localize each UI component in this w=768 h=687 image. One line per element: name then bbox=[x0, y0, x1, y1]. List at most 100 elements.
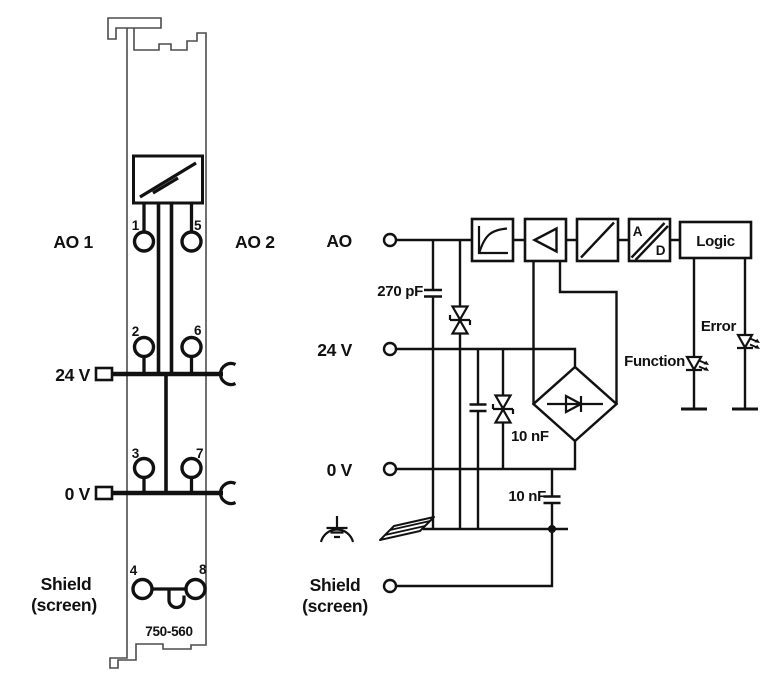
tvs-lower-branch: 10 nF bbox=[491, 349, 549, 469]
function-led: Function bbox=[624, 258, 709, 411]
terminal-3-circle bbox=[132, 456, 156, 480]
terminal-2-number: 2 bbox=[132, 324, 139, 339]
0v-wire bbox=[396, 441, 577, 471]
terminal-7-circle bbox=[180, 456, 203, 480]
ad-diagonal-lines bbox=[630, 222, 669, 261]
isolation-diagonal bbox=[580, 221, 615, 259]
label-0v: 0 V bbox=[65, 484, 91, 504]
cap-10nf-lower-label: 10 nF bbox=[508, 488, 546, 505]
dac-diagonal-line-short bbox=[152, 176, 179, 195]
cap-270pf-label: 270 pF bbox=[377, 283, 423, 300]
led-icon-error bbox=[736, 333, 754, 350]
label-ao2: AO 2 bbox=[235, 232, 275, 252]
terminal-1-circle bbox=[132, 230, 156, 253]
shield-terminal-circle bbox=[382, 578, 398, 594]
terminal-4-number: 4 bbox=[130, 563, 138, 578]
part-number: 750-560 bbox=[145, 624, 192, 639]
ao-terminal-circle bbox=[382, 232, 398, 248]
ad-converter-block: A D bbox=[627, 217, 672, 263]
ad-letter-d: D bbox=[656, 243, 666, 258]
filter-axes bbox=[477, 226, 508, 255]
function-blocks: A D Logic bbox=[470, 217, 753, 263]
terminal-8-circle bbox=[184, 577, 207, 601]
female-connector-icon-0v bbox=[218, 480, 237, 506]
shield-clamp-icon bbox=[152, 587, 186, 610]
terminal-3-number: 3 bbox=[132, 446, 140, 461]
terminal-6-number: 6 bbox=[194, 323, 202, 338]
terminal-5-circle bbox=[180, 230, 203, 253]
schematic-label-screen: (screen) bbox=[302, 596, 368, 616]
led-rays-function bbox=[698, 359, 707, 371]
din-rail-icon bbox=[379, 516, 435, 541]
schematic-labels: AO 24 V 0 V Shield (screen) bbox=[302, 231, 368, 616]
bus-0v bbox=[94, 480, 237, 506]
schematic-label-ao: AO bbox=[326, 231, 352, 251]
logic-block: Logic bbox=[678, 220, 753, 260]
amplifier-block bbox=[523, 217, 568, 263]
function-label: Function bbox=[624, 353, 685, 370]
led-rays-error bbox=[749, 337, 758, 349]
capacitor-icon-10nf bbox=[543, 495, 561, 505]
female-connector-icon-24v bbox=[218, 361, 237, 387]
cap-mid-branch bbox=[469, 349, 487, 529]
label-ao1: AO 1 bbox=[53, 232, 93, 252]
logic-label: Logic bbox=[696, 233, 735, 250]
schematic-label-0v: 0 V bbox=[327, 460, 353, 480]
terminal-4-circle bbox=[131, 577, 154, 601]
terminal-numbers: 1 5 2 6 3 7 4 8 bbox=[130, 218, 208, 578]
24v-terminal-circle bbox=[382, 341, 398, 357]
logic-box bbox=[678, 220, 753, 260]
capacitor-icon-270pf bbox=[424, 288, 442, 298]
label-screen: (screen) bbox=[31, 595, 97, 615]
label-shield: Shield bbox=[41, 574, 92, 594]
male-connector-icon-24v bbox=[94, 366, 114, 382]
amplifier-triangle-icon bbox=[531, 226, 558, 254]
ground-arc bbox=[319, 528, 355, 543]
cap-10nf-branch: 10 nF bbox=[508, 469, 561, 529]
module-labels: AO 1 AO 2 24 V 0 V Shield (screen) 750-5… bbox=[31, 232, 275, 639]
led-ray-arrowheads-error bbox=[754, 338, 760, 349]
label-24v: 24 V bbox=[55, 365, 90, 385]
error-label: Error bbox=[701, 318, 737, 335]
schematic-label-shield: Shield bbox=[310, 575, 361, 595]
dac-diagonal-line bbox=[139, 161, 197, 199]
terminal-6-circle bbox=[180, 335, 203, 359]
module-internal-wires bbox=[142, 203, 194, 492]
error-led: Error bbox=[701, 258, 760, 411]
ad-letter-a: A bbox=[633, 224, 643, 239]
24v-wire bbox=[396, 347, 577, 367]
filter-curve bbox=[478, 227, 508, 253]
bridge-rectifier bbox=[531, 365, 619, 443]
schematic-wires bbox=[396, 238, 680, 588]
filter-block bbox=[470, 217, 515, 263]
ground-bars bbox=[326, 516, 348, 539]
capacitor-icon-mid bbox=[469, 403, 487, 413]
amp-output-right-wire bbox=[558, 261, 618, 404]
male-connector-icon-0v bbox=[94, 485, 114, 501]
led-ray-arrowheads-function bbox=[703, 360, 709, 371]
terminal-circles bbox=[131, 230, 207, 601]
isolation-block bbox=[575, 217, 620, 263]
schematic-label-24v: 24 V bbox=[317, 340, 352, 360]
led-icon-function bbox=[685, 355, 703, 372]
cap-270pf-branch: 270 pF bbox=[377, 240, 442, 529]
tvs-upper-branch bbox=[448, 240, 472, 529]
internal-schematic: A D Logic 270 pF 10 nF bbox=[302, 217, 760, 616]
dac-symbol bbox=[132, 154, 204, 205]
tvs-diode-icon-upper bbox=[448, 305, 472, 335]
terminal-5-number: 5 bbox=[194, 218, 202, 233]
terminal-2-circle bbox=[132, 335, 156, 359]
io-module: 1 5 2 6 3 7 4 8 AO 1 AO 2 24 V 0 V Shiel… bbox=[31, 17, 276, 669]
din-rail-ridges bbox=[384, 520, 431, 536]
terminal-1-number: 1 bbox=[132, 218, 140, 233]
ground-icon bbox=[319, 516, 355, 543]
module-housing-outline bbox=[107, 17, 207, 669]
tvs-diode-icon-lower bbox=[491, 394, 515, 424]
terminal-8-number: 8 bbox=[199, 562, 207, 577]
0v-terminal-circle bbox=[382, 461, 398, 477]
amplifier-box bbox=[523, 217, 568, 263]
shield-hook bbox=[167, 589, 186, 610]
terminal-7-number: 7 bbox=[196, 446, 203, 461]
